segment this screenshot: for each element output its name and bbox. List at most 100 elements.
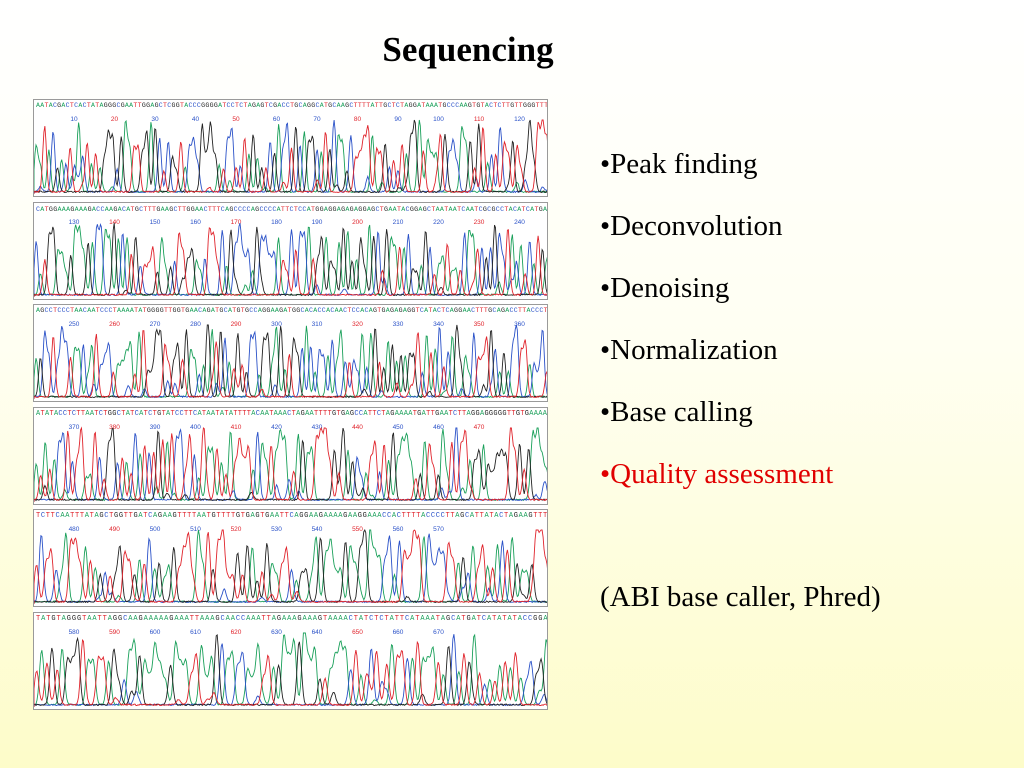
bullet-list: •Peak finding•Deconvolution•Denoising•No…	[600, 146, 1000, 518]
trace-line-T	[34, 330, 547, 399]
position-label: 620	[231, 629, 242, 636]
position-label: 640	[312, 629, 323, 636]
position-label: 290	[231, 321, 242, 328]
trace-strip: TCTTCAATTTATAGCTGGTTGATCAGAAGTTTTAATGTTT…	[33, 509, 548, 607]
position-label: 70	[313, 116, 321, 123]
slide-title: Sequencing	[382, 30, 554, 69]
position-label: 460	[433, 424, 444, 431]
position-label: 350	[474, 321, 485, 328]
base-sequence: AGCCTCCCTAACAATCCCTAAAATATGGGGTTGGTGAACA…	[36, 307, 547, 314]
position-label: 210	[393, 219, 404, 226]
bullet-item: •Normalization	[600, 334, 778, 366]
position-label: 660	[393, 629, 404, 636]
trace-line-C	[34, 222, 547, 297]
position-label: 400	[190, 424, 201, 431]
trace-line-G	[34, 528, 547, 604]
position-label: 170	[231, 219, 242, 226]
position-label: 80	[354, 116, 362, 123]
position-label: 600	[150, 629, 161, 636]
trace-strip: CATGGAAAGAAAGACCAAGACATGCTTTGAAGCTTGGAAC…	[33, 202, 548, 300]
trace-line-A	[34, 632, 547, 707]
bullet-item: •Deconvolution	[600, 210, 783, 242]
base-sequence: CATGGAAAGAAAGACCAAGACATGCTTTGAAGCTTGGAAC…	[36, 205, 547, 213]
position-label: 440	[352, 424, 363, 431]
trace-strip: TATGTAGGGTAATTAGGCAAGAAAAAGAAATTAAAGCAAC…	[33, 612, 548, 710]
position-label: 320	[352, 321, 363, 328]
bullet-item: •Quality assessment	[600, 458, 834, 490]
trace-strip: AGCCTCCCTAACAATCCCTAAAATATGGGGTTGGTGAACA…	[33, 304, 548, 402]
position-label: 390	[150, 424, 161, 431]
position-label: 270	[150, 321, 161, 328]
bullet-item: •Peak finding	[600, 148, 758, 180]
base-sequence: TATGTAGGGTAATTAGGCAAGAAAAAGAAATTAAAGCAAC…	[36, 615, 547, 623]
position-label: 610	[190, 629, 201, 636]
position-label: 410	[231, 424, 242, 431]
position-label: 40	[192, 116, 200, 123]
position-label: 550	[352, 526, 363, 533]
trace-line-G	[34, 633, 547, 707]
position-label: 540	[312, 526, 323, 533]
position-label: 510	[190, 526, 201, 533]
position-label: 590	[109, 629, 120, 636]
position-label: 330	[393, 321, 404, 328]
position-label: 240	[514, 219, 525, 226]
position-label: 650	[352, 629, 363, 636]
position-label: 20	[111, 116, 119, 123]
trace-line-G	[34, 427, 547, 502]
position-label: 490	[109, 526, 120, 533]
trace-line-T	[34, 119, 547, 194]
position-label: 110	[474, 116, 485, 123]
position-label: 140	[109, 219, 120, 226]
position-label: 470	[474, 424, 485, 431]
trace-line-G	[34, 222, 547, 297]
position-label: 200	[352, 219, 363, 226]
position-label: 30	[151, 116, 159, 123]
position-label: 50	[232, 116, 240, 123]
position-label: 90	[394, 116, 402, 123]
position-label: 630	[271, 629, 282, 636]
position-label: 130	[69, 219, 80, 226]
position-label: 250	[69, 321, 80, 328]
trace-strip: ATATACCTCTTAATCTGGCTATCATCTGTATCCTTCATAA…	[33, 407, 548, 505]
position-label: 380	[109, 424, 120, 431]
trace-line-T	[34, 529, 547, 604]
bullet-item: •Base calling	[600, 396, 753, 428]
trace-plot: 480 490 500 510 520 530 540 550 560 570	[34, 526, 547, 604]
position-label: 570	[433, 526, 444, 533]
position-label: 580	[69, 629, 80, 636]
position-label: 520	[231, 526, 242, 533]
trace-line-A	[34, 529, 547, 604]
position-label: 180	[271, 219, 282, 226]
chromatogram-panel: AATACGACTCACTATAGGGCGAATTGGAGCTCGGTACCCG…	[33, 99, 548, 710]
position-label: 10	[70, 116, 78, 123]
trace-strip: AATACGACTCACTATAGGGCGAATTGGAGCTCGGTACCCG…	[33, 99, 548, 197]
position-label: 150	[150, 219, 161, 226]
position-label: 530	[271, 526, 282, 533]
position-label: 480	[69, 526, 80, 533]
trace-line-G	[34, 119, 547, 194]
position-label: 560	[393, 526, 404, 533]
position-label: 220	[433, 219, 444, 226]
position-label: 360	[514, 321, 525, 328]
trace-line-T	[34, 426, 547, 502]
position-label: 60	[273, 116, 281, 123]
base-sequence: AATACGACTCACTATAGGGCGAATTGGAGCTCGGTACCCG…	[36, 102, 547, 109]
position-label: 300	[271, 321, 282, 328]
position-label: 310	[312, 321, 323, 328]
position-label: 450	[393, 424, 404, 431]
base-sequence: ATATACCTCTTAATCTGGCTATCATCTGTATCCTTCATAA…	[36, 410, 547, 418]
position-label: 500	[150, 526, 161, 533]
trace-line-C	[34, 533, 547, 604]
position-label: 190	[312, 219, 323, 226]
base-sequence: TCTTCAATTTATAGCTGGTTGATCAGAAGTTTTAATGTTT…	[36, 512, 547, 520]
trace-line-T	[34, 638, 547, 707]
position-label: 280	[190, 321, 201, 328]
position-label: 340	[433, 321, 444, 328]
position-label: 420	[271, 424, 282, 431]
trace-line-T	[34, 227, 547, 297]
position-label: 160	[190, 219, 201, 226]
